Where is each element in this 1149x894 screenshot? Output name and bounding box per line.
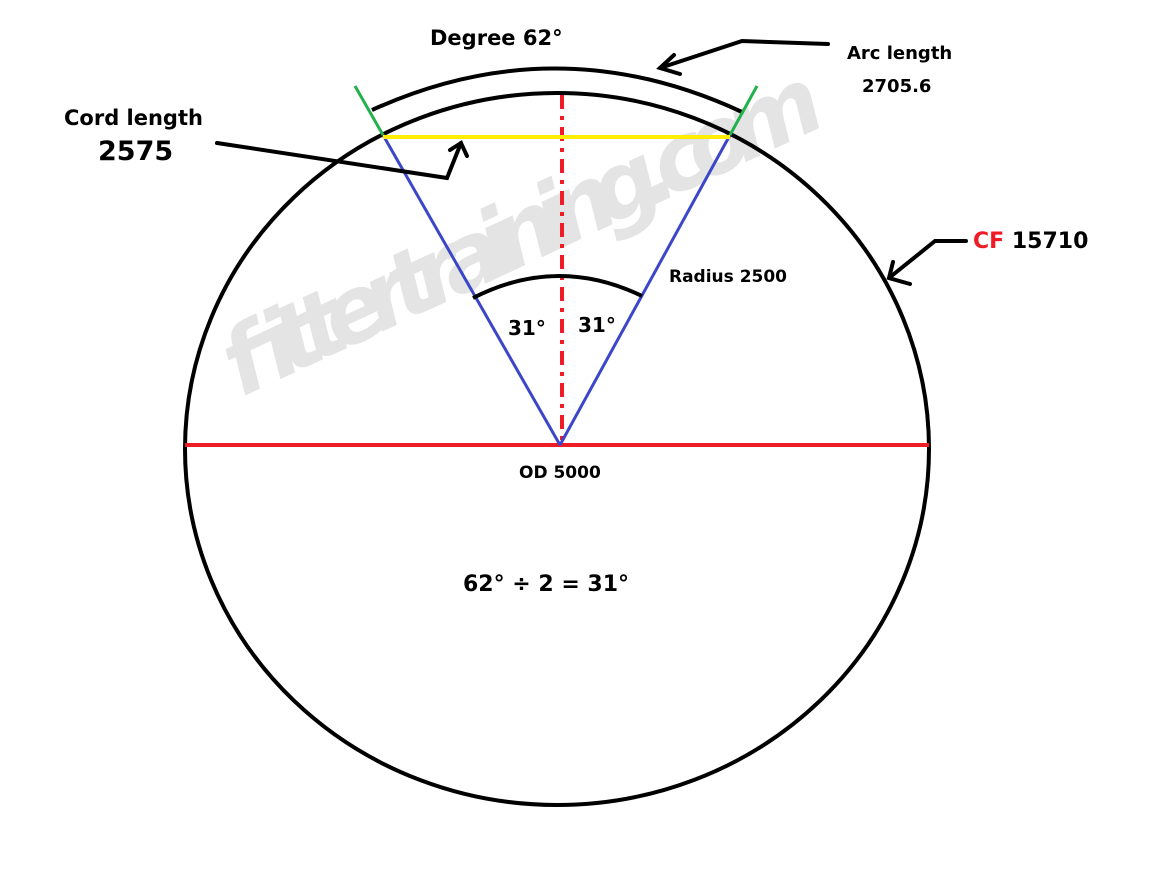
- cord-length-value: 2575: [98, 136, 174, 167]
- arc-length-arc: [371, 66, 743, 114]
- degree-label: Degree 62°: [430, 26, 563, 50]
- cf-prefix: CF: [973, 229, 1005, 254]
- cord-length-arrow: [215, 140, 469, 181]
- radius-line-right: [558, 134, 732, 446]
- angle-arc: [472, 274, 643, 300]
- circle: [183, 91, 931, 807]
- arc-length-arrow: [656, 38, 830, 76]
- right-angle-label: 31°: [578, 313, 616, 337]
- left-angle-label: 31°: [508, 316, 546, 340]
- arc-length-title: Arc length: [847, 43, 953, 64]
- arc-length-value: 2705.6: [862, 76, 932, 97]
- watermark: fittertraining.com: [205, 46, 839, 418]
- radius-label: Radius 2500: [669, 267, 788, 287]
- radius-line-left: [381, 134, 562, 446]
- cord-length-title: Cord length: [64, 106, 203, 130]
- formula-label: 62° ÷ 2 = 31°: [463, 572, 630, 597]
- cf-label: CF 15710: [973, 229, 1088, 254]
- cf-value: 15710: [1011, 229, 1089, 254]
- cf-arrow: [886, 239, 968, 286]
- tick-mark-right: [728, 85, 759, 136]
- od-label: OD 5000: [519, 463, 601, 483]
- tick-mark-left: [353, 85, 385, 136]
